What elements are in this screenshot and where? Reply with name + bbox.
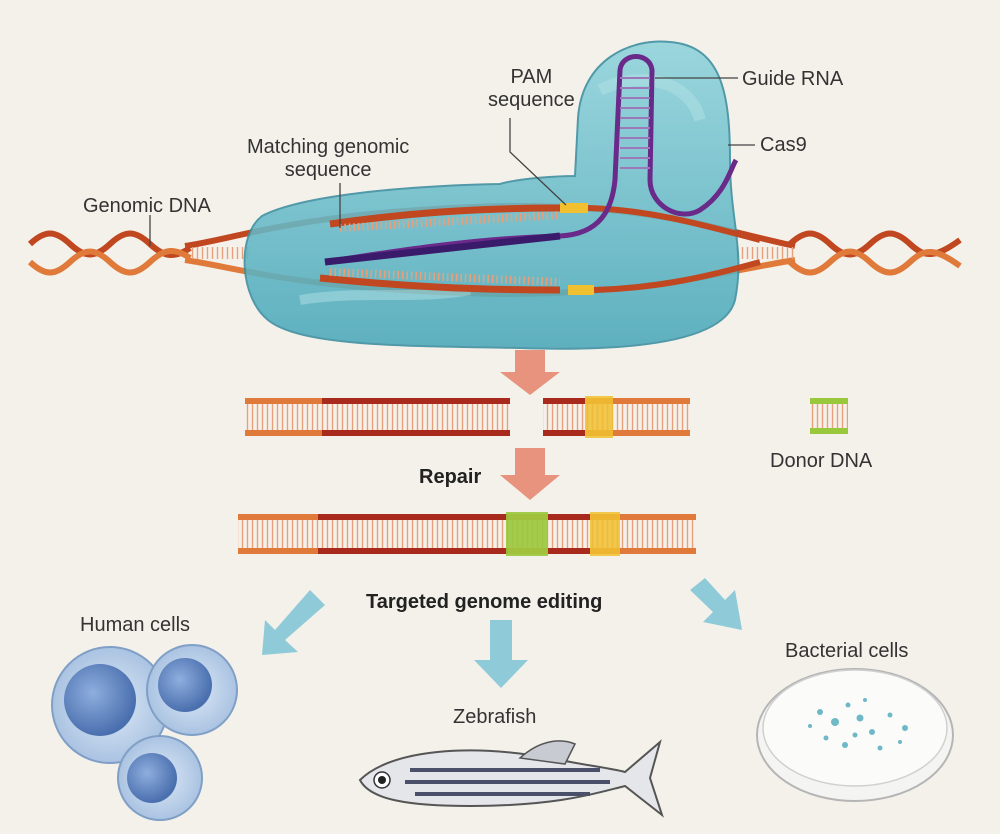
- human-cells-label: Human cells: [80, 614, 191, 636]
- guide-rna: [324, 54, 739, 266]
- pam-label-line1: PAM: [510, 66, 553, 88]
- donor-dna-icon: [810, 398, 848, 434]
- genomic-dna-left-helix: [27, 230, 192, 276]
- genomic-dna-label: Genomic DNA: [83, 195, 211, 217]
- zebrafish-illustration: [358, 739, 664, 818]
- leader-lines: [149, 77, 755, 246]
- cut-dna-left: [245, 398, 510, 436]
- donor-dna-label: Donor DNA: [770, 450, 873, 472]
- pam-label-line2: sequence: [488, 89, 575, 111]
- cut-dna-right: [543, 396, 690, 438]
- arrow-to-human-cells: [262, 590, 325, 655]
- cas9-protein: [243, 40, 740, 350]
- pam-label: PAM sequence: [488, 66, 575, 112]
- arrow-to-bacterial-cells: [690, 578, 742, 630]
- pam-mark-bottom: [568, 285, 594, 295]
- targeted-genome-editing-label: Targeted genome editing: [366, 591, 603, 613]
- cas9-label: Cas9: [760, 134, 807, 156]
- repaired-dna: [238, 512, 696, 556]
- pam-mark-top: [560, 203, 588, 213]
- arrow-down-2: [500, 448, 560, 500]
- human-cells-illustration: [51, 644, 238, 821]
- dna-inside-cas9: [319, 203, 761, 295]
- bacterial-cells-label: Bacterial cells: [785, 640, 909, 662]
- arrow-down-1: [500, 350, 560, 395]
- genomic-dna-right-helix: [787, 230, 962, 276]
- arrow-to-zebrafish: [474, 620, 528, 688]
- matching-label-line2: sequence: [284, 159, 372, 181]
- repair-label: Repair: [419, 466, 482, 488]
- matching-sequence-label: Matching genomic sequence: [247, 136, 409, 182]
- matching-label-line1: Matching genomic: [247, 136, 410, 158]
- zebrafish-label: Zebrafish: [453, 706, 537, 728]
- guide-rna-label: Guide RNA: [742, 68, 844, 90]
- bacterial-petri-dish: [756, 668, 954, 802]
